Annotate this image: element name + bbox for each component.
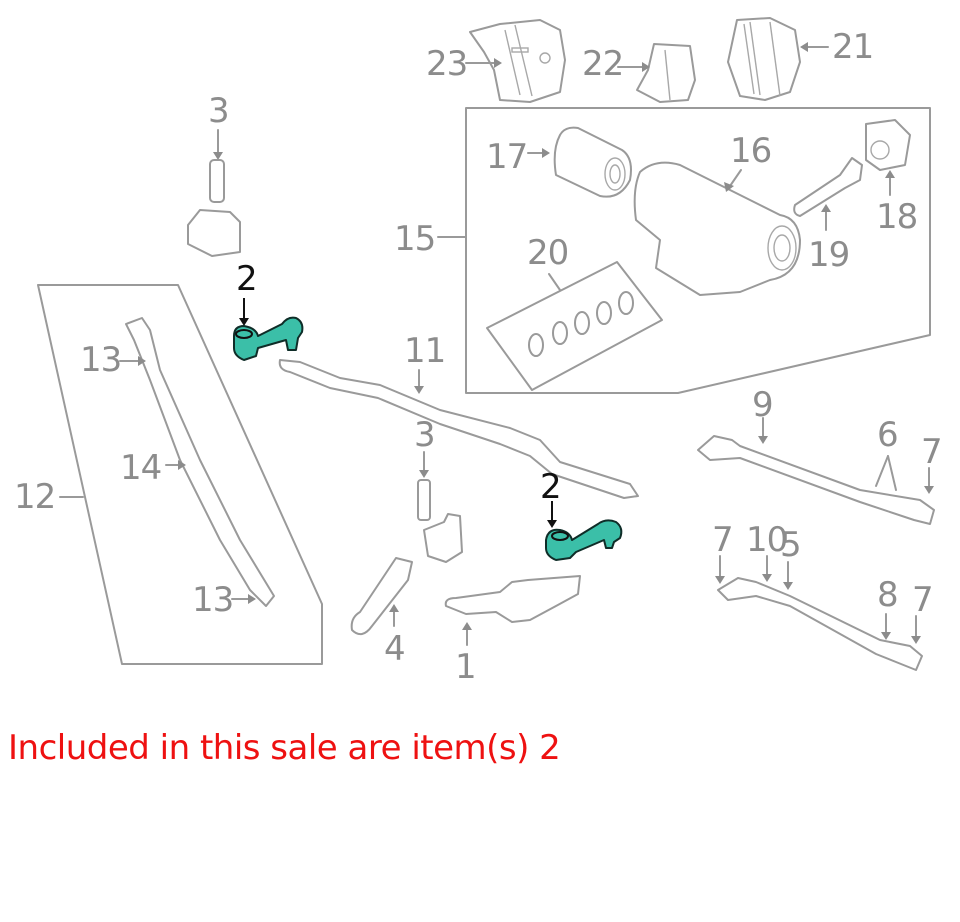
callout-22: 22 [582, 44, 624, 84]
group-box-15 [437, 107, 931, 394]
part-2-idler-arm-lower [545, 501, 623, 561]
part-21-bracket [727, 17, 829, 101]
callout-7-b: 7 [712, 520, 734, 560]
part-18-cover [865, 119, 911, 196]
part-17-cylinder [527, 126, 632, 198]
callout-14: 14 [120, 448, 162, 488]
part-4-pitman-arm [350, 557, 413, 636]
parts-diagram-artwork [37, 17, 935, 671]
callout-17: 17 [486, 137, 528, 177]
part-9-tie-rod [697, 417, 935, 525]
callout-7-a: 7 [921, 432, 943, 472]
part-14-tie-rod [119, 317, 275, 607]
callout-3-lower: 3 [414, 415, 436, 455]
callout-19: 19 [808, 235, 850, 275]
part-1-arm [444, 575, 581, 646]
part-19-shaft [793, 157, 863, 231]
callout-13-lower: 13 [192, 580, 234, 620]
parts-diagram: 1 2 2 3 3 4 5 6 7 7 7 8 9 10 11 12 13 13… [14, 17, 943, 687]
part-3-bolt-bracket-top [187, 129, 241, 257]
callout-11: 11 [404, 331, 446, 371]
callout-18: 18 [876, 197, 918, 237]
callout-16: 16 [730, 131, 772, 171]
included-items-caption: Included in this sale are item(s) 2 [8, 728, 561, 768]
callout-4: 4 [384, 629, 406, 669]
part-23-bracket [465, 19, 566, 103]
part-2-idler-arm-top [233, 298, 304, 361]
part-22-bracket [617, 43, 696, 103]
callout-9: 9 [752, 385, 774, 425]
callout-2-lower: 2 [540, 467, 562, 507]
part-11-center-link [278, 359, 639, 499]
callout-8: 8 [877, 575, 899, 615]
callout-12: 12 [14, 477, 56, 517]
part-20-seals [528, 291, 634, 357]
callout-3-top: 3 [208, 91, 230, 131]
callout-10: 10 [746, 520, 788, 560]
callout-15: 15 [394, 219, 436, 259]
callout-20: 20 [527, 233, 569, 273]
callout-7-c: 7 [912, 580, 934, 620]
callout-23: 23 [426, 44, 468, 84]
part-3-bolt-bracket-lower [417, 451, 463, 563]
part-16-steering-gear [633, 161, 801, 296]
callout-13-top: 13 [80, 340, 122, 380]
part-5-drag-link [715, 555, 923, 671]
callout-21: 21 [832, 27, 874, 67]
group-box-12 [37, 284, 323, 665]
callout-2-top: 2 [236, 259, 258, 299]
callout-5: 5 [780, 525, 802, 565]
callout-6: 6 [877, 415, 899, 455]
callout-1: 1 [455, 647, 477, 687]
